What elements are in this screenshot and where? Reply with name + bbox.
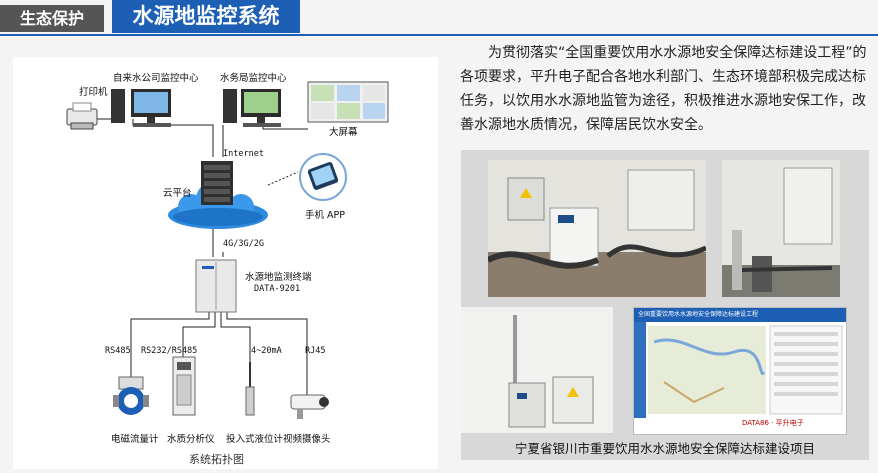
device-label: 投入式液位计: [226, 434, 284, 445]
level-gauge-icon: [245, 362, 255, 416]
terminal-model-label: DATA-9201: [254, 284, 301, 294]
big-screen-label: 大屏幕: [329, 127, 358, 138]
interface-label: RJ45: [305, 346, 326, 356]
internet-label: Internet: [223, 149, 264, 159]
camera-icon: [290, 394, 329, 419]
device-label: 视频摄像头: [283, 434, 331, 445]
page-title: 水源地监控系统: [112, 0, 300, 33]
category-tag: 生态保护: [0, 5, 104, 32]
project-photo-gallery: 全国重要饮用水水源地安全保障达标建设工程 DATA86 · 平升电子 宁夏省银川…: [461, 150, 869, 460]
water-bureau-label: 水务局监控中心: [220, 73, 287, 84]
device-label: 电磁流量计: [111, 434, 159, 445]
interface-label: RS232/RS485: [141, 346, 198, 356]
printer-label: 打印机: [79, 87, 108, 98]
gallery-caption: 宁夏省银川市重要饮用水水源地安全保障达标建设项目: [514, 441, 815, 456]
device-label: 水质分析仪: [167, 434, 215, 445]
screen-title: 全国重要饮用水水源地安全保障达标建设工程: [634, 308, 846, 322]
workstation-icon: [111, 89, 171, 127]
title-underline: [0, 34, 878, 36]
server-icon: [201, 161, 233, 205]
diagram-caption: 系统拓扑图: [189, 453, 244, 466]
water-company-label: 自来水公司监控中心: [113, 73, 199, 84]
interface-label: RS485: [105, 346, 131, 356]
site-photo: [722, 160, 840, 297]
intro-paragraph: 为贯彻落实“全国重要饮用水水源地安全保障达标建设工程”的各项要求，平升电子配合各…: [460, 45, 867, 133]
cloud-platform-label: 云平台: [163, 188, 192, 199]
topology-diagram: 打印机 自来水公司监控中心 水务局监控中心 大屏幕 Internet 云平台 手…: [13, 57, 438, 469]
monitoring-screen: 全国重要饮用水水源地安全保障达标建设工程 DATA86 · 平升电子: [633, 307, 847, 435]
site-photo: [488, 160, 706, 297]
terminal-cabinet-icon: [195, 259, 237, 313]
mobile-phone-icon: [299, 153, 347, 201]
topology-lines: [66, 81, 389, 419]
big-screen-icon: [307, 81, 389, 123]
terminal-name-label: 水源地监测终端: [245, 272, 312, 283]
printer-icon: [66, 102, 98, 130]
mobile-app-label: 手机 APP: [305, 210, 345, 221]
network-label: 4G/3G/2G: [223, 239, 264, 249]
workstation-icon: [223, 89, 281, 127]
flow-meter-icon: [113, 376, 149, 415]
screen-brand: DATA86 · 平升电子: [742, 419, 804, 427]
water-analyzer-icon: [172, 356, 196, 416]
site-photo: [461, 307, 613, 433]
interface-label: 4~20mA: [251, 346, 282, 356]
